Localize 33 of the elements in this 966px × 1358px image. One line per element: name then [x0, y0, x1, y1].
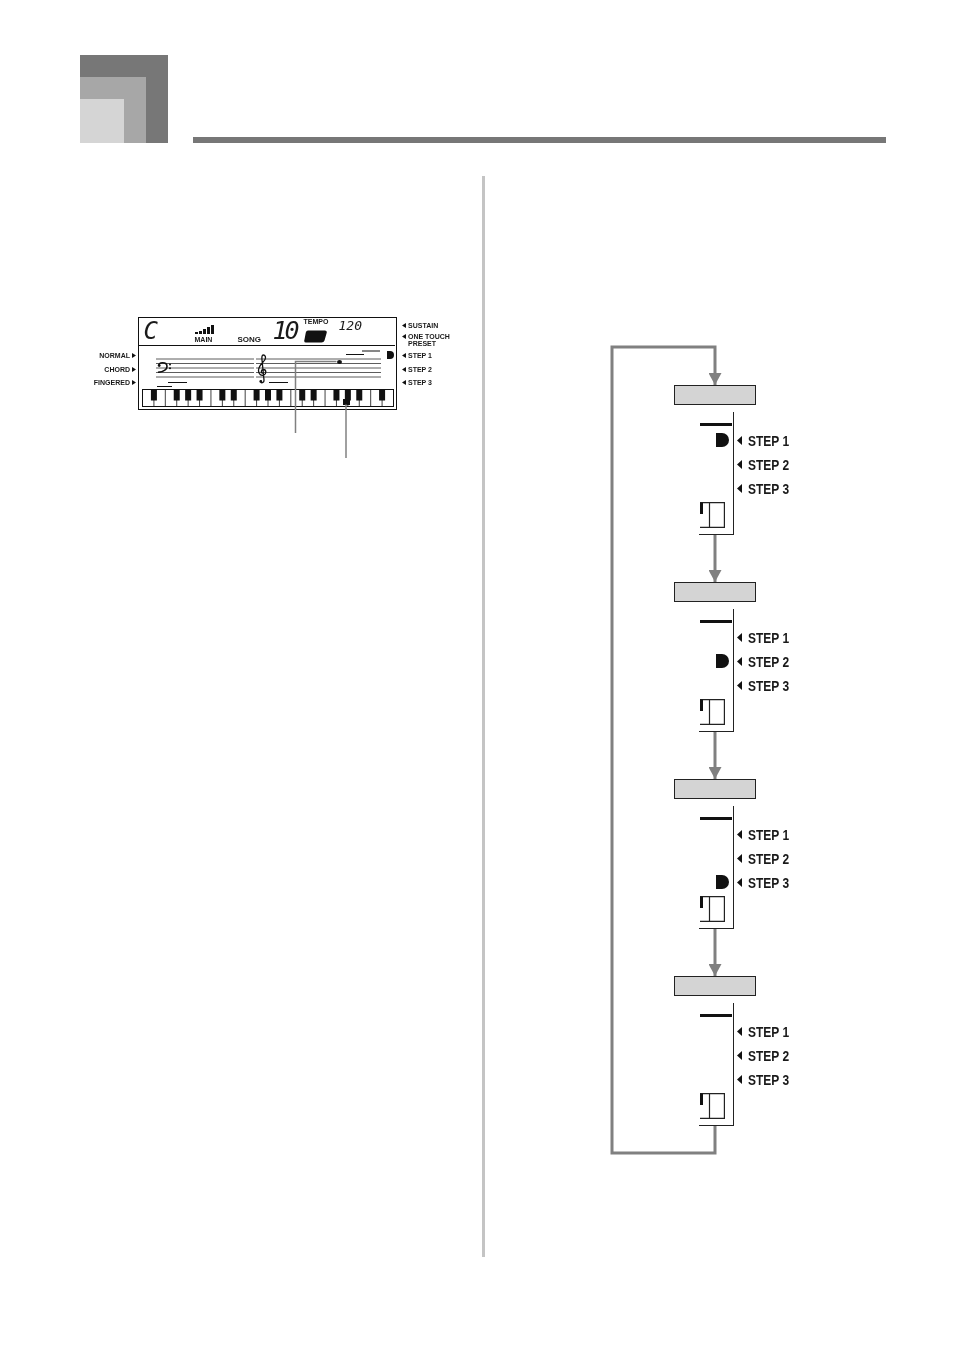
step-label: STEP 2 [748, 850, 790, 866]
lcd-display [138, 317, 397, 410]
flow-arrow [708, 732, 722, 779]
note-head-icon [336, 359, 342, 364]
display-frame [699, 412, 734, 535]
leader-line [345, 403, 347, 459]
step-label: STEP 1 [748, 826, 790, 842]
display-readout: C [143, 319, 158, 343]
display-label: SONG [237, 335, 262, 344]
step-label: STEP 3 [748, 480, 790, 496]
blank-bar [674, 976, 756, 996]
display-frame [699, 806, 734, 929]
step-label: STEP 1 [748, 1023, 790, 1039]
return-arrow [610, 345, 722, 1155]
step-label: STEP 2 [748, 653, 790, 669]
step-label: STEP 3 [748, 1071, 790, 1087]
step-label: STEP 1 [748, 629, 790, 645]
step-label: STEP 3 [748, 874, 790, 890]
leader-line [294, 360, 338, 434]
display-frame [699, 609, 734, 732]
step-label: STEP 1 [748, 432, 790, 448]
blank-bar [674, 385, 756, 405]
flow-arrow [708, 929, 722, 976]
display-readout: 10 [272, 318, 297, 343]
step-label: STEP 3 [748, 677, 790, 693]
display-readout: 120 [338, 319, 362, 332]
blank-bar [674, 779, 756, 799]
step-label: STEP 2 [748, 456, 790, 472]
key-marker-icon [342, 398, 350, 405]
blank-bar [674, 582, 756, 602]
step-label: STEP 2 [748, 1047, 790, 1063]
flow-arrow [708, 535, 722, 582]
display-frame [699, 1003, 734, 1126]
